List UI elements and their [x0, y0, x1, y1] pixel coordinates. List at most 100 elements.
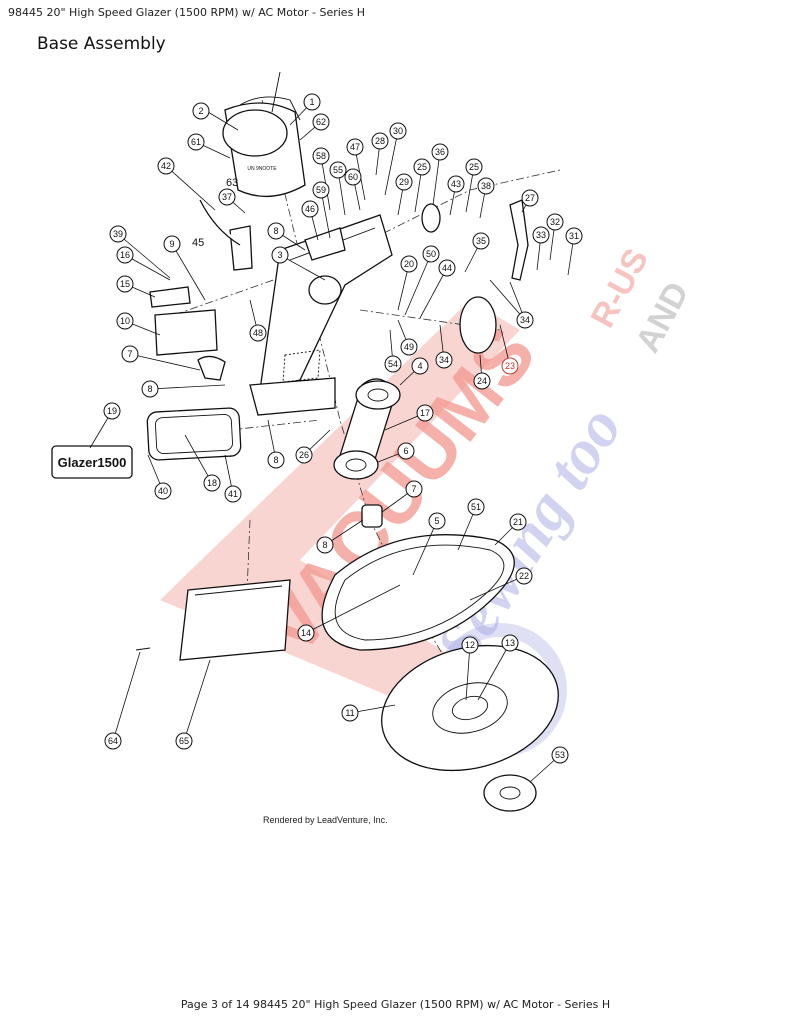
callout-64[interactable]: 64: [104, 732, 122, 750]
callout-3[interactable]: 3: [271, 246, 289, 264]
callout-55[interactable]: 55: [329, 161, 347, 179]
callout-24[interactable]: 24: [473, 372, 491, 390]
callout-18[interactable]: 18: [203, 474, 221, 492]
callout-25b[interactable]: 25: [465, 158, 483, 176]
callout-8d[interactable]: 8: [316, 536, 334, 554]
callout-44[interactable]: 44: [438, 259, 456, 277]
svg-text:44: 44: [442, 263, 452, 273]
callout-7a[interactable]: 7: [121, 345, 139, 363]
svg-text:13: 13: [505, 638, 515, 648]
motor-label: UN 9NOOTE: [247, 166, 277, 172]
svg-text:28: 28: [375, 136, 385, 146]
section-title: Base Assembly: [37, 34, 166, 54]
callout-8b[interactable]: 8: [141, 380, 159, 398]
svg-text:38: 38: [481, 181, 491, 191]
callout-42[interactable]: 42: [157, 157, 175, 175]
callout-28[interactable]: 28: [371, 132, 389, 150]
callout-6[interactable]: 6: [397, 442, 415, 460]
callout-37[interactable]: 37: [218, 188, 236, 206]
callout-31[interactable]: 31: [565, 227, 583, 245]
svg-text:34: 34: [439, 355, 449, 365]
belt-pulley-assembly: [333, 378, 417, 595]
callout-50[interactable]: 50: [422, 245, 440, 263]
nameplate-text: Glazer1500: [58, 455, 127, 470]
callout-62[interactable]: 62: [312, 113, 330, 131]
svg-text:8: 8: [273, 455, 278, 465]
callout-11[interactable]: 11: [341, 704, 359, 722]
callout-20[interactable]: 20: [400, 255, 418, 273]
callout-60[interactable]: 60: [344, 168, 362, 186]
callout-32[interactable]: 32: [546, 213, 564, 231]
svg-text:53: 53: [555, 750, 565, 760]
svg-text:2: 2: [198, 106, 203, 116]
callout-2[interactable]: 2: [192, 102, 210, 120]
callout-39[interactable]: 39: [109, 225, 127, 243]
callout-43[interactable]: 43: [447, 175, 465, 193]
callout-17[interactable]: 17: [416, 404, 434, 422]
svg-text:50: 50: [426, 249, 436, 259]
svg-text:31: 31: [569, 231, 579, 241]
callout-16[interactable]: 16: [116, 246, 134, 264]
callout-9[interactable]: 9: [163, 235, 181, 253]
callout-21[interactable]: 21: [509, 513, 527, 531]
callout-51[interactable]: 51: [467, 498, 485, 516]
svg-text:6: 6: [403, 446, 408, 456]
callout-4[interactable]: 4: [411, 357, 429, 375]
callout-27[interactable]: 27: [521, 189, 539, 207]
svg-text:14: 14: [301, 628, 311, 638]
svg-text:3: 3: [277, 250, 282, 260]
callout-58[interactable]: 58: [312, 147, 330, 165]
wheel: [459, 296, 497, 354]
svg-text:48: 48: [253, 328, 263, 338]
callout-29[interactable]: 29: [395, 173, 413, 191]
callout-34a[interactable]: 34: [516, 311, 534, 329]
callout-33[interactable]: 33: [532, 226, 550, 244]
label-63: 63: [226, 177, 238, 189]
callout-19[interactable]: 19: [103, 402, 121, 420]
callout-49[interactable]: 49: [400, 338, 418, 356]
svg-text:21: 21: [513, 517, 523, 527]
washer-36: [421, 203, 441, 233]
callout-61[interactable]: 61: [187, 133, 205, 151]
callout-41[interactable]: 41: [224, 485, 242, 503]
callout-14[interactable]: 14: [297, 624, 315, 642]
callout-1[interactable]: 1: [303, 93, 321, 111]
callout-53[interactable]: 53: [551, 746, 569, 764]
callout-23[interactable]: 23: [501, 357, 519, 375]
callout-12[interactable]: 12: [461, 636, 479, 654]
callout-8c[interactable]: 8: [267, 451, 285, 469]
callout-10[interactable]: 10: [116, 312, 134, 330]
base-plate: [179, 579, 291, 661]
callout-22[interactable]: 22: [515, 567, 533, 585]
callout-65[interactable]: 65: [175, 732, 193, 750]
svg-text:59: 59: [316, 185, 326, 195]
callout-59[interactable]: 59: [312, 181, 330, 199]
svg-text:42: 42: [161, 161, 171, 171]
callout-25a[interactable]: 25: [413, 158, 431, 176]
callout-36[interactable]: 36: [431, 143, 449, 161]
svg-text:18: 18: [207, 478, 217, 488]
callout-26[interactable]: 26: [295, 446, 313, 464]
shroud: [321, 534, 515, 651]
callout-54[interactable]: 54: [384, 355, 402, 373]
callout-13[interactable]: 13: [501, 634, 519, 652]
callout-48[interactable]: 48: [249, 324, 267, 342]
callout-46[interactable]: 46: [301, 200, 319, 218]
svg-text:55: 55: [333, 165, 343, 175]
svg-text:41: 41: [228, 489, 238, 499]
callout-8a[interactable]: 8: [267, 222, 285, 240]
callout-15[interactable]: 15: [116, 275, 134, 293]
callout-38[interactable]: 38: [477, 177, 495, 195]
callout-5[interactable]: 5: [428, 512, 446, 530]
pad-disc: [381, 644, 559, 772]
callout-35[interactable]: 35: [472, 232, 490, 250]
callout-40[interactable]: 40: [154, 482, 172, 500]
callout-34b[interactable]: 34: [435, 351, 453, 369]
callout-30[interactable]: 30: [389, 122, 407, 140]
callout-47[interactable]: 47: [346, 138, 364, 156]
callout-7b[interactable]: 7: [405, 480, 423, 498]
cord-wrap: [249, 349, 336, 416]
svg-text:16: 16: [120, 250, 130, 260]
svg-text:4: 4: [417, 361, 422, 371]
svg-text:30: 30: [393, 126, 403, 136]
